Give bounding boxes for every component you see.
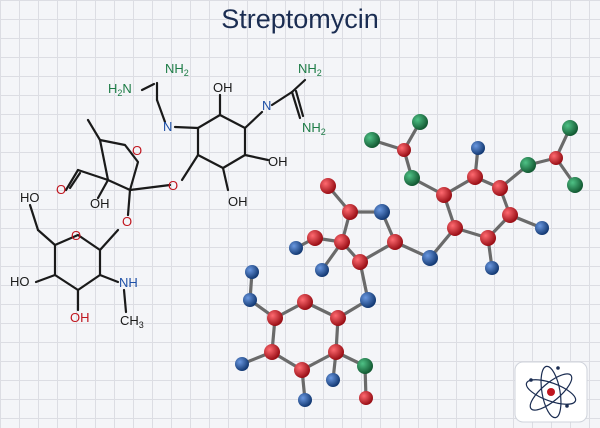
amino-label: H2N: [108, 81, 132, 98]
nitrogen-label: N: [262, 98, 271, 113]
oxygen-label: O: [56, 182, 66, 197]
hydroxyl-label: OH: [228, 194, 248, 209]
oxygen-label: O: [132, 143, 142, 158]
oxygen-label: O: [71, 228, 81, 243]
oxygen-label: O: [168, 178, 178, 193]
hydroxyl-label: OH: [90, 196, 110, 211]
hydroxyl-label: OH: [213, 80, 233, 95]
hydroxyl-label: OH: [268, 154, 288, 169]
atom-spheres: [235, 114, 583, 407]
amino-label: NH2: [298, 61, 322, 78]
nitrogen-label: N: [163, 119, 172, 134]
hydroxyl-label: HO: [10, 274, 30, 289]
amino-label: NH2: [165, 61, 189, 78]
methyl-label: CH3: [120, 313, 144, 330]
hydroxyl-label: HO: [20, 190, 40, 205]
amino-label: NH2: [302, 120, 326, 137]
hydroxyl-label: OH: [70, 310, 90, 325]
oxygen-label: O: [122, 214, 132, 229]
amine-label: NH: [119, 275, 138, 290]
page-title: Streptomycin: [221, 4, 379, 34]
